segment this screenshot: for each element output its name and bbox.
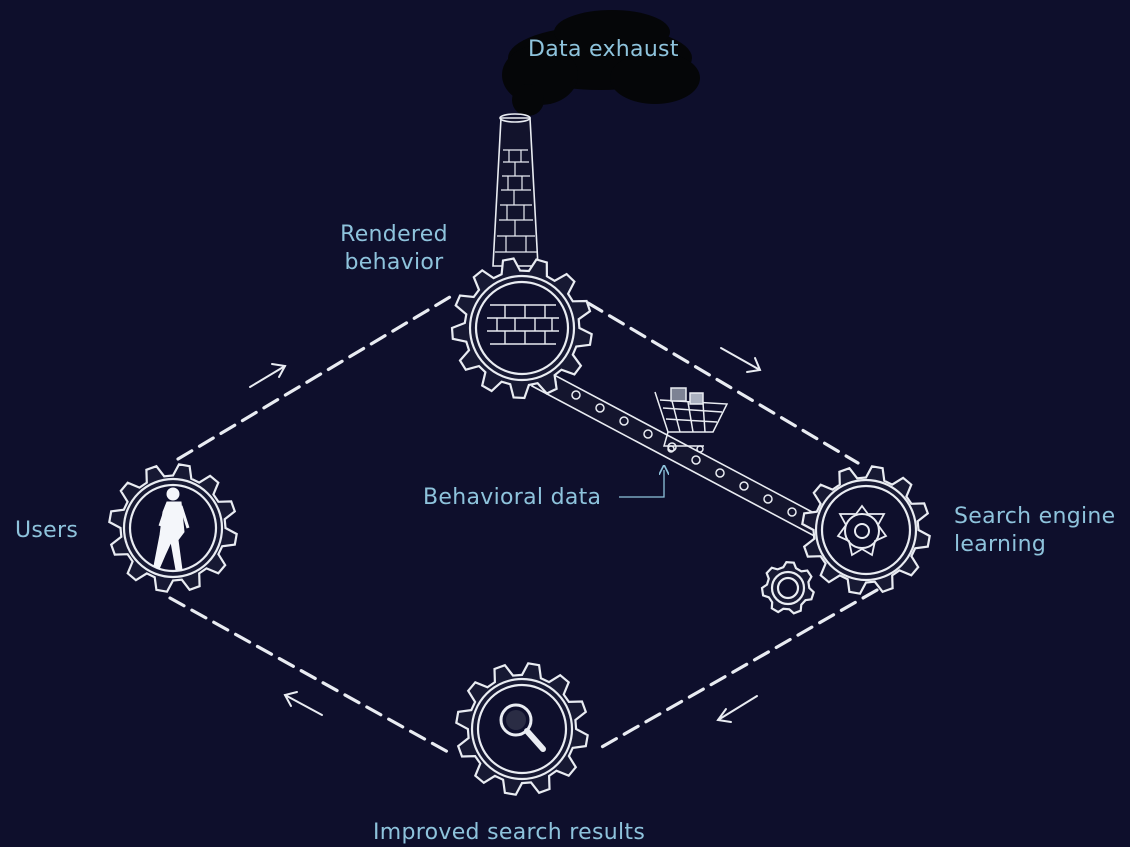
- rendered-behavior-gear: [450, 257, 593, 400]
- improved-results-gear-ring: [470, 677, 574, 781]
- walking-person-icon: [153, 487, 190, 571]
- dashed-loop: [168, 295, 879, 754]
- improved-results-gear: [455, 662, 589, 796]
- improved-results-label: Improved search results: [373, 820, 646, 845]
- chimney: [492, 113, 539, 267]
- small-side-gear-ring: [770, 570, 806, 606]
- arrow-up-left-icon: [283, 691, 323, 716]
- users-gear-ring: [122, 477, 224, 579]
- rendered-behavior-label: Rendered behavior: [334, 221, 454, 277]
- arrow-down-right-icon: [720, 347, 762, 373]
- data-exhaust-label: Data exhaust: [528, 37, 679, 62]
- rendered-behavior-line2: behavior: [344, 250, 444, 275]
- arrow-down-left-icon: [716, 695, 758, 723]
- rendered-behavior-gear-ring: [468, 274, 576, 382]
- small-side-gear: [760, 560, 815, 615]
- users-label: Users: [15, 518, 79, 543]
- search-engine-line2: learning: [954, 532, 1047, 557]
- improved-results-gear-hub: [476, 683, 568, 775]
- shopping-cart-icon: [654, 387, 729, 453]
- search-engine-gear: [801, 465, 931, 595]
- search-engine-gear-hub: [820, 484, 912, 576]
- search-engine-line1: Search engine: [954, 504, 1116, 529]
- small-gear-icon: [836, 504, 888, 557]
- search-engine-label: Search engine learning: [954, 503, 1116, 559]
- magnifier-icon: [499, 703, 546, 752]
- arrow-up-right-icon: [249, 363, 287, 388]
- brick-wall-icon: [487, 304, 559, 345]
- behavioral-data-leader: [619, 470, 664, 498]
- rendered-behavior-line1: Rendered: [340, 222, 448, 247]
- direction-arrows: [249, 347, 762, 723]
- small-side-gear-hub: [776, 576, 800, 600]
- behavioral-data-label: Behavioral data: [423, 485, 602, 510]
- smoke-cloud: [502, 10, 700, 116]
- search-engine-gear-ring: [814, 478, 918, 582]
- rendered-behavior-gear-hub: [474, 280, 570, 376]
